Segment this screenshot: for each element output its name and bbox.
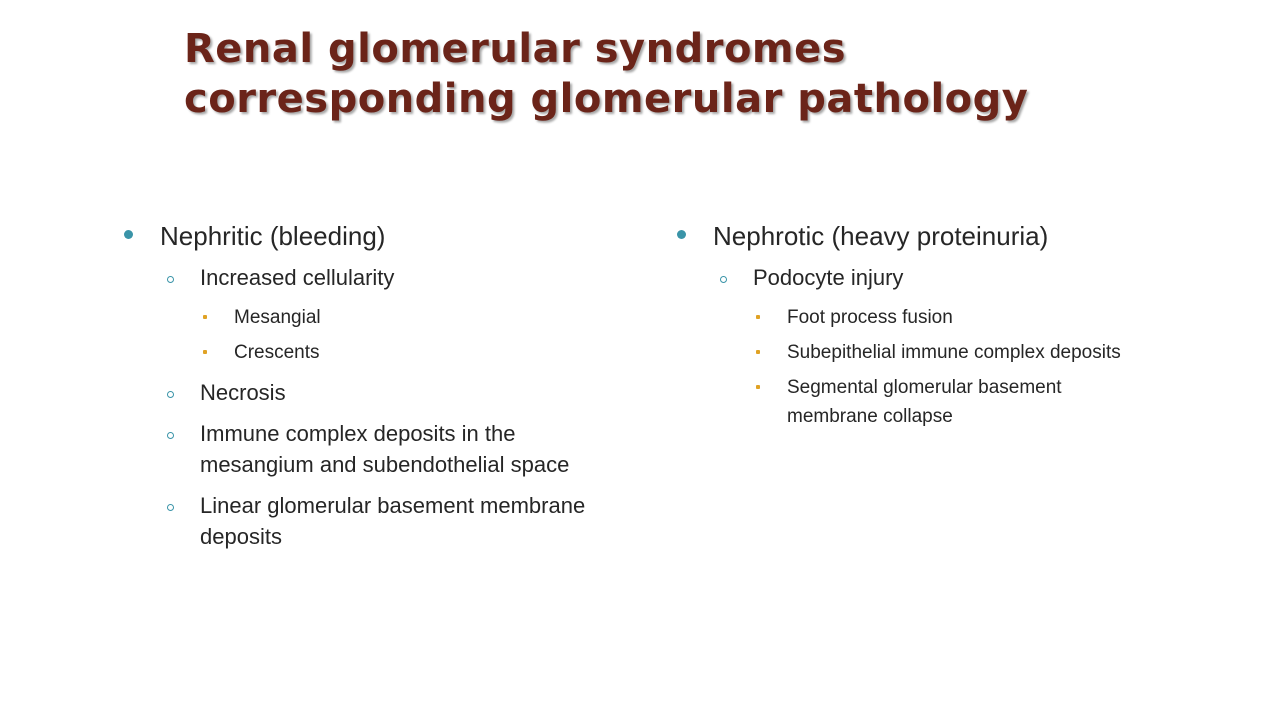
list-sub-item: Segmental glomerular basement membrane c… [675,373,1155,431]
hollow-circle-bullet-icon [167,432,174,439]
nephrotic-column: Nephrotic (heavy proteinuria) Podocyte i… [675,218,1155,437]
list-item: Podocyte injury [675,262,1155,293]
title-line-2: corresponding glomerular pathology [184,76,1029,122]
nephrotic-heading: Nephrotic (heavy proteinuria) [675,218,1155,254]
hollow-circle-bullet-icon [720,276,727,283]
list-item: Linear glomerular basement membrane depo… [122,490,602,552]
bullet-dot-icon [677,230,686,239]
list-sub-item: Mesangial [122,303,602,332]
square-bullet-icon [203,315,207,319]
nephritic-column: Nephritic (bleeding) Increased cellulari… [122,218,602,562]
list-sub-item: Crescents [122,338,602,367]
list-item: Necrosis [122,377,602,408]
square-bullet-icon [756,315,760,319]
hollow-circle-bullet-icon [167,504,174,511]
hollow-circle-bullet-icon [167,276,174,283]
list-item: Immune complex deposits in the mesangium… [122,418,602,480]
nephritic-heading: Nephritic (bleeding) [122,218,602,254]
list-sub-item: Foot process fusion [675,303,1155,332]
title-line-1: Renal glomerular syndromes [184,26,847,72]
slide-title: Renal glomerular syndromes corresponding… [184,24,1244,124]
list-sub-item: Subepithelial immune complex deposits [675,338,1155,367]
square-bullet-icon [756,350,760,354]
hollow-circle-bullet-icon [167,391,174,398]
bullet-dot-icon [124,230,133,239]
list-item: Increased cellularity [122,262,602,293]
square-bullet-icon [203,350,207,354]
square-bullet-icon [756,385,760,389]
